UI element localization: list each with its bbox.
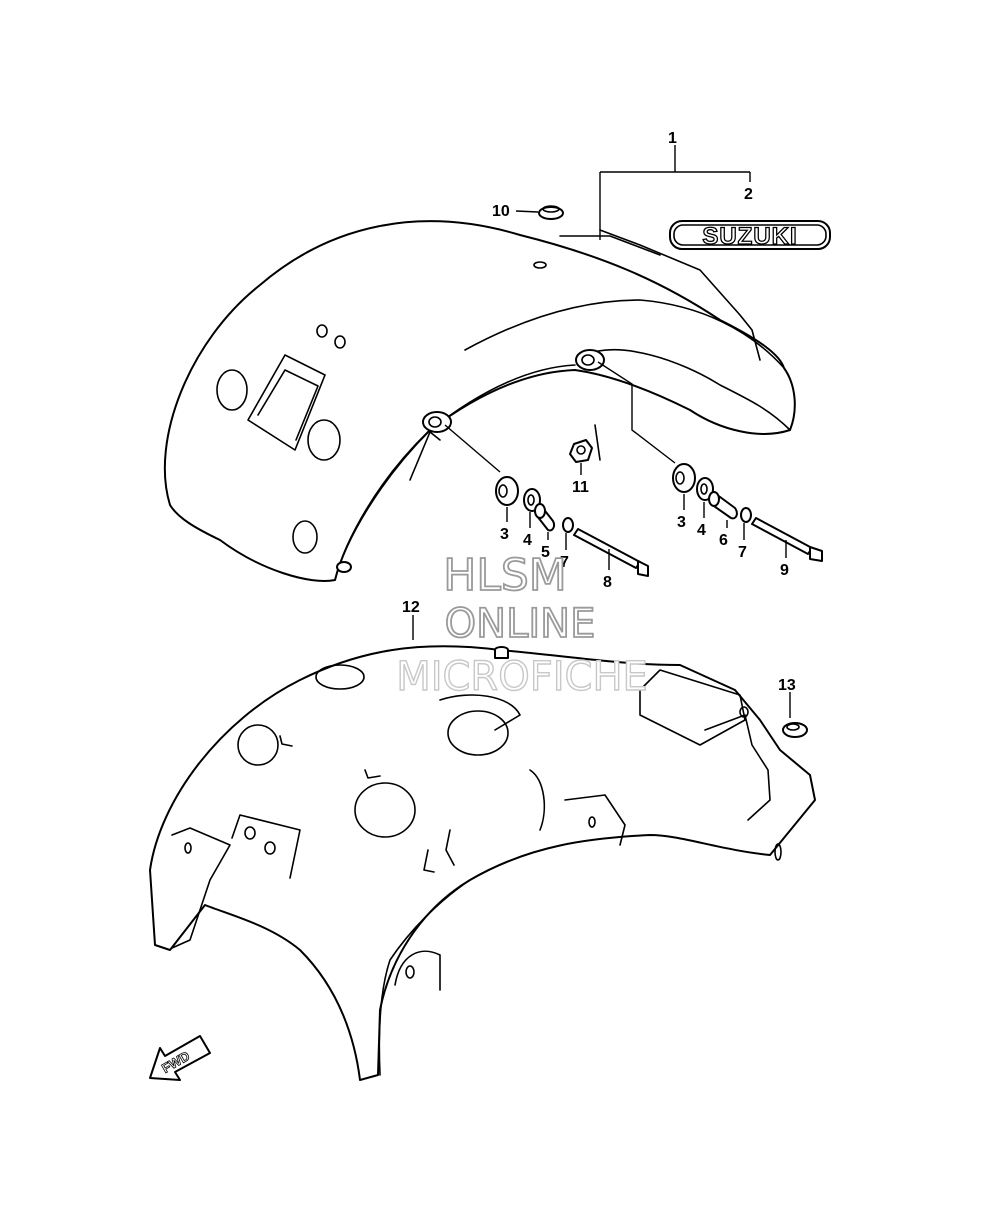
washer-part-4-right[interactable] (696, 477, 714, 501)
callout-3-right: 3 (677, 514, 686, 531)
callout-4-right: 4 (697, 522, 706, 539)
callout-3-left: 3 (500, 526, 509, 543)
washer-part-7-right[interactable] (740, 507, 752, 523)
watermark-line-1: HLSM (443, 550, 567, 601)
callout-4-left: 4 (523, 532, 532, 549)
watermark-line-3: MICROFICHE (396, 654, 648, 700)
callout-1: 1 (668, 130, 677, 147)
suzuki-emblem-part-2[interactable]: SUZUKI (669, 220, 831, 251)
watermark: HLSM ONLINE MICROFICHE (395, 549, 648, 701)
bolt-part-9[interactable] (751, 517, 823, 562)
callout-11: 11 (572, 479, 589, 496)
callout-7-right: 7 (738, 544, 747, 561)
clip-part-10[interactable] (538, 205, 564, 220)
callout-10: 10 (492, 203, 510, 220)
inner-rear-fender-part-12[interactable] (149, 645, 816, 1081)
forward-direction-arrow-icon: FWD (149, 1035, 211, 1081)
callout-5: 5 (541, 544, 550, 561)
collar-part-6[interactable] (708, 491, 738, 520)
cushion-part-3-left[interactable] (495, 476, 519, 506)
nut-part-11[interactable] (569, 424, 601, 463)
watermark-line-2: ONLINE (445, 601, 596, 647)
emblem-text: SUZUKI (702, 223, 797, 250)
callout-2: 2 (744, 186, 753, 203)
callout-7-left: 7 (560, 554, 569, 571)
collar-part-5[interactable] (534, 503, 556, 532)
callout-8: 8 (603, 574, 612, 591)
callout-12: 12 (402, 599, 420, 616)
bolt-part-8[interactable] (573, 528, 649, 577)
cushion-part-13[interactable] (782, 722, 808, 738)
callout-9: 9 (780, 562, 789, 579)
callout-6: 6 (719, 532, 728, 549)
washer-part-7-left[interactable] (562, 517, 574, 533)
rear-fender-part-1[interactable] (163, 220, 796, 582)
cushion-part-3-right[interactable] (672, 463, 696, 493)
callout-13: 13 (778, 677, 796, 694)
